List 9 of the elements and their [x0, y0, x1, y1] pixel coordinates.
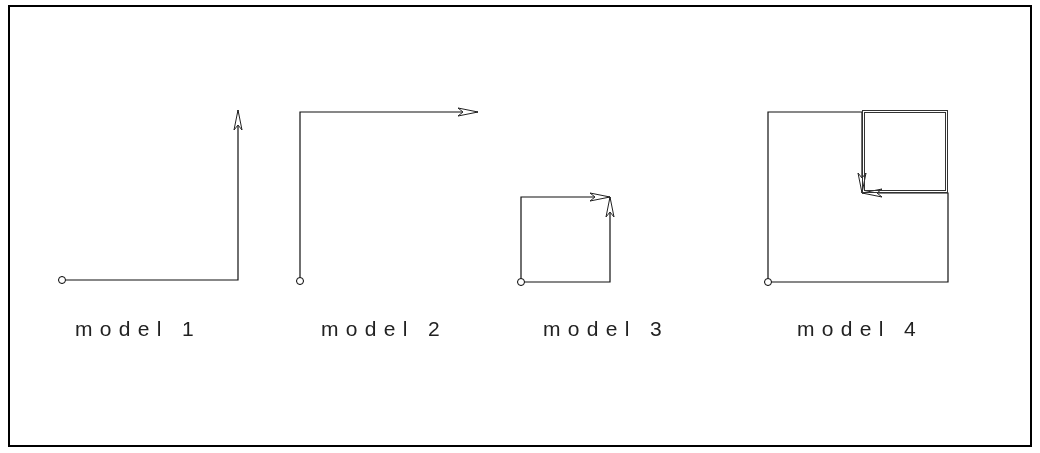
model-label: model 1 [74, 316, 202, 342]
model-label: model 3 [542, 316, 670, 342]
arrow [65, 109, 243, 281]
square-box [862, 110, 948, 193]
model-label: model 4 [796, 316, 924, 342]
model-label: model 2 [320, 316, 448, 342]
arrow [299, 107, 479, 278]
arrow [771, 188, 949, 283]
arrow [767, 111, 867, 279]
